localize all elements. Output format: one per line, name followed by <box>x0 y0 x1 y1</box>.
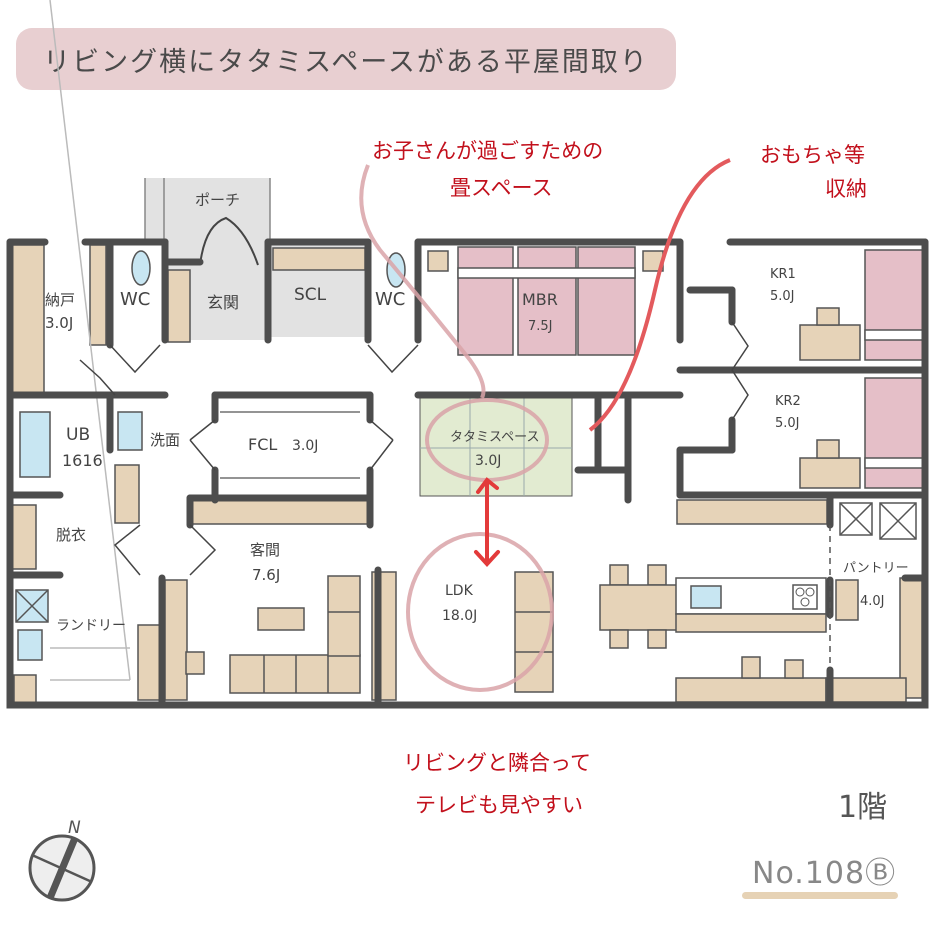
washroom-label: 洗面 <box>150 431 180 449</box>
ldk-size: 18.0J <box>442 608 477 624</box>
pantry-label: パントリー <box>843 561 909 576</box>
laundry-label: ランドリー <box>56 618 126 634</box>
dining-table <box>599 564 679 649</box>
title-banner: リビング横にタタミスペースがある平屋間取り <box>16 28 676 90</box>
plumbing-fixtures <box>15 250 406 661</box>
plan-number-underline <box>742 892 898 899</box>
double-arrow <box>474 477 500 567</box>
ub-size: 1616 <box>62 451 103 470</box>
dressing-label: 脱衣 <box>56 526 86 544</box>
tatami-label: タタミスペース <box>450 430 539 445</box>
walls <box>6 238 929 709</box>
tatami-size: 3.0J <box>475 453 501 469</box>
note-tv-2: テレビも見やすい <box>415 793 583 817</box>
kr2-label: KR2 <box>775 394 801 409</box>
kr2-size: 5.0J <box>775 416 800 431</box>
door-swings <box>79 321 749 576</box>
ldk-label: LDK <box>445 583 474 599</box>
plan-variant-badge: Ⓑ <box>865 856 897 891</box>
compass-north-label: N <box>68 818 81 838</box>
guest-label: 客間 <box>250 541 280 559</box>
annotation-leader-line <box>588 158 731 432</box>
mbr-label: MBR <box>522 290 558 309</box>
pantry-size: 4.0J <box>860 594 885 609</box>
compass-icon <box>28 834 96 902</box>
entrance-label: 玄関 <box>207 293 239 312</box>
kr1-label: KR1 <box>770 267 796 282</box>
plan-number-text: No.108 <box>752 856 866 891</box>
kr1-size: 5.0J <box>770 289 795 304</box>
porch-label: ポーチ <box>195 191 240 209</box>
wc2-label: WC <box>375 289 405 310</box>
scl-label: SCL <box>294 285 327 305</box>
kr-desks <box>799 307 861 489</box>
note-toys-1: おもちゃ等 <box>760 143 865 167</box>
drying-rack <box>49 0 131 681</box>
mbr-size: 7.5J <box>528 319 553 334</box>
ub-label: UB <box>66 425 90 445</box>
fcl-hanging-rods <box>220 411 360 479</box>
sofa <box>185 575 361 694</box>
page-title: リビング横にタタミスペースがある平屋間取り <box>43 46 649 78</box>
tv-cabinet <box>514 571 554 693</box>
fcl-label: FCL <box>248 435 277 454</box>
note-kids-space-1: お子さんが過ごすための <box>372 139 603 163</box>
note-toys-2: 収納 <box>825 177 867 201</box>
storage-size: 3.0J <box>45 314 73 332</box>
note-tv-1: リビングと隣合って <box>403 751 591 775</box>
fcl-size: 3.0J <box>292 438 318 454</box>
note-kids-space-2: 畳スペース <box>450 176 552 200</box>
storage-label: 納戸 <box>45 291 75 309</box>
guest-size: 7.6J <box>252 566 280 584</box>
wc1-label: WC <box>120 289 150 310</box>
plan-number: No.108Ⓑ <box>752 848 896 892</box>
floor-label: 1階 <box>838 790 888 825</box>
pantry-fridge <box>839 502 917 540</box>
kitchen-counter <box>675 577 827 679</box>
